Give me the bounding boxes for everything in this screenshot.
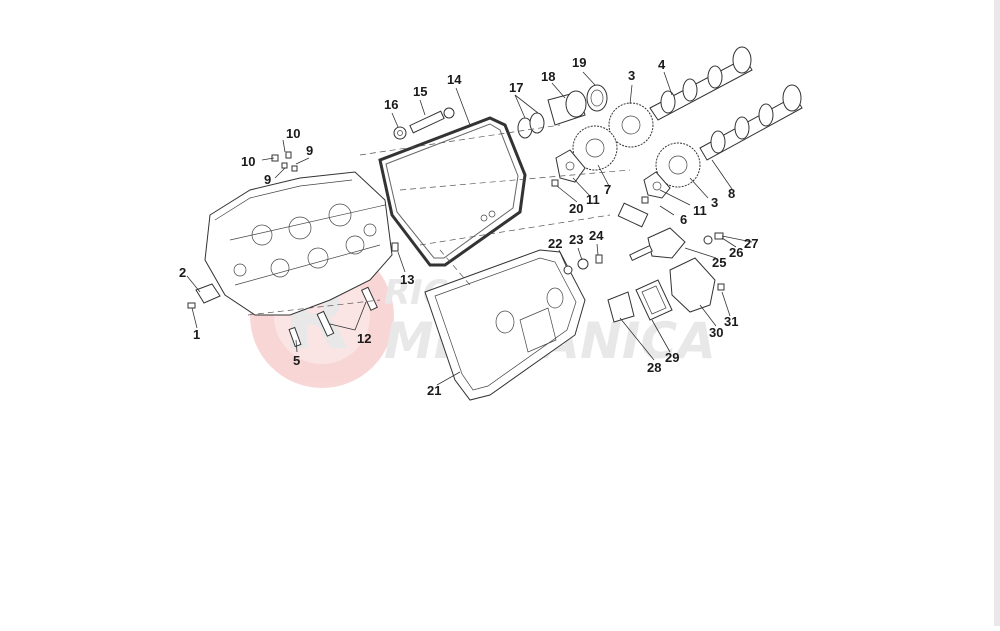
- camshafts: [649, 46, 803, 161]
- callout-4: 4: [658, 57, 666, 72]
- sensor-and-actuator: [617, 202, 724, 262]
- side-covers: [607, 257, 725, 323]
- callout-3a: 3: [628, 68, 635, 83]
- callout-24: 24: [589, 228, 604, 243]
- callout-12: 12: [357, 331, 371, 346]
- callout-labels: 1 2 3 3 4 5 6 7 8 9 9 10 10 11 11 12 13 …: [179, 55, 758, 398]
- cover-gasket: [378, 116, 527, 267]
- callout-9b: 9: [264, 172, 271, 187]
- callout-22: 22: [548, 236, 562, 251]
- callout-30: 30: [709, 325, 723, 340]
- callout-17: 17: [509, 80, 523, 95]
- callout-10a: 10: [286, 126, 300, 141]
- callout-21: 21: [427, 383, 441, 398]
- left-small-parts: [187, 151, 399, 348]
- callout-28: 28: [647, 360, 661, 375]
- callout-1: 1: [193, 327, 200, 342]
- cylinder-head: [204, 171, 393, 316]
- callout-5: 5: [293, 353, 300, 368]
- callout-18: 18: [541, 69, 555, 84]
- callout-10b: 10: [241, 154, 255, 169]
- callout-20: 20: [569, 201, 583, 216]
- callout-6: 6: [680, 212, 687, 227]
- callout-8: 8: [728, 186, 735, 201]
- sleeve-and-seal: [547, 84, 608, 126]
- callout-13: 13: [400, 272, 414, 287]
- leader-lines: [186, 71, 753, 386]
- callout-29: 29: [665, 350, 679, 365]
- page-edge-border: [994, 0, 1000, 626]
- callout-27: 27: [744, 236, 758, 251]
- callout-19: 19: [572, 55, 586, 70]
- callout-2: 2: [179, 265, 186, 280]
- callout-16: 16: [384, 97, 398, 112]
- timing-gears: [572, 102, 701, 188]
- callout-23: 23: [569, 232, 583, 247]
- seal-rings: [517, 112, 545, 139]
- callout-25: 25: [712, 255, 726, 270]
- alignment-lines: [247, 124, 631, 316]
- callout-7: 7: [604, 182, 611, 197]
- callout-9a: 9: [306, 143, 313, 158]
- callout-11a: 11: [586, 192, 600, 207]
- callout-31: 31: [724, 314, 738, 329]
- callout-26: 26: [729, 245, 743, 260]
- callout-11b: 11: [693, 203, 707, 218]
- callout-3b: 3: [711, 195, 718, 210]
- callout-14: 14: [447, 72, 462, 87]
- bolt-and-washer: [393, 107, 455, 140]
- callout-15: 15: [413, 84, 427, 99]
- cylinder-head-cover: [424, 249, 603, 401]
